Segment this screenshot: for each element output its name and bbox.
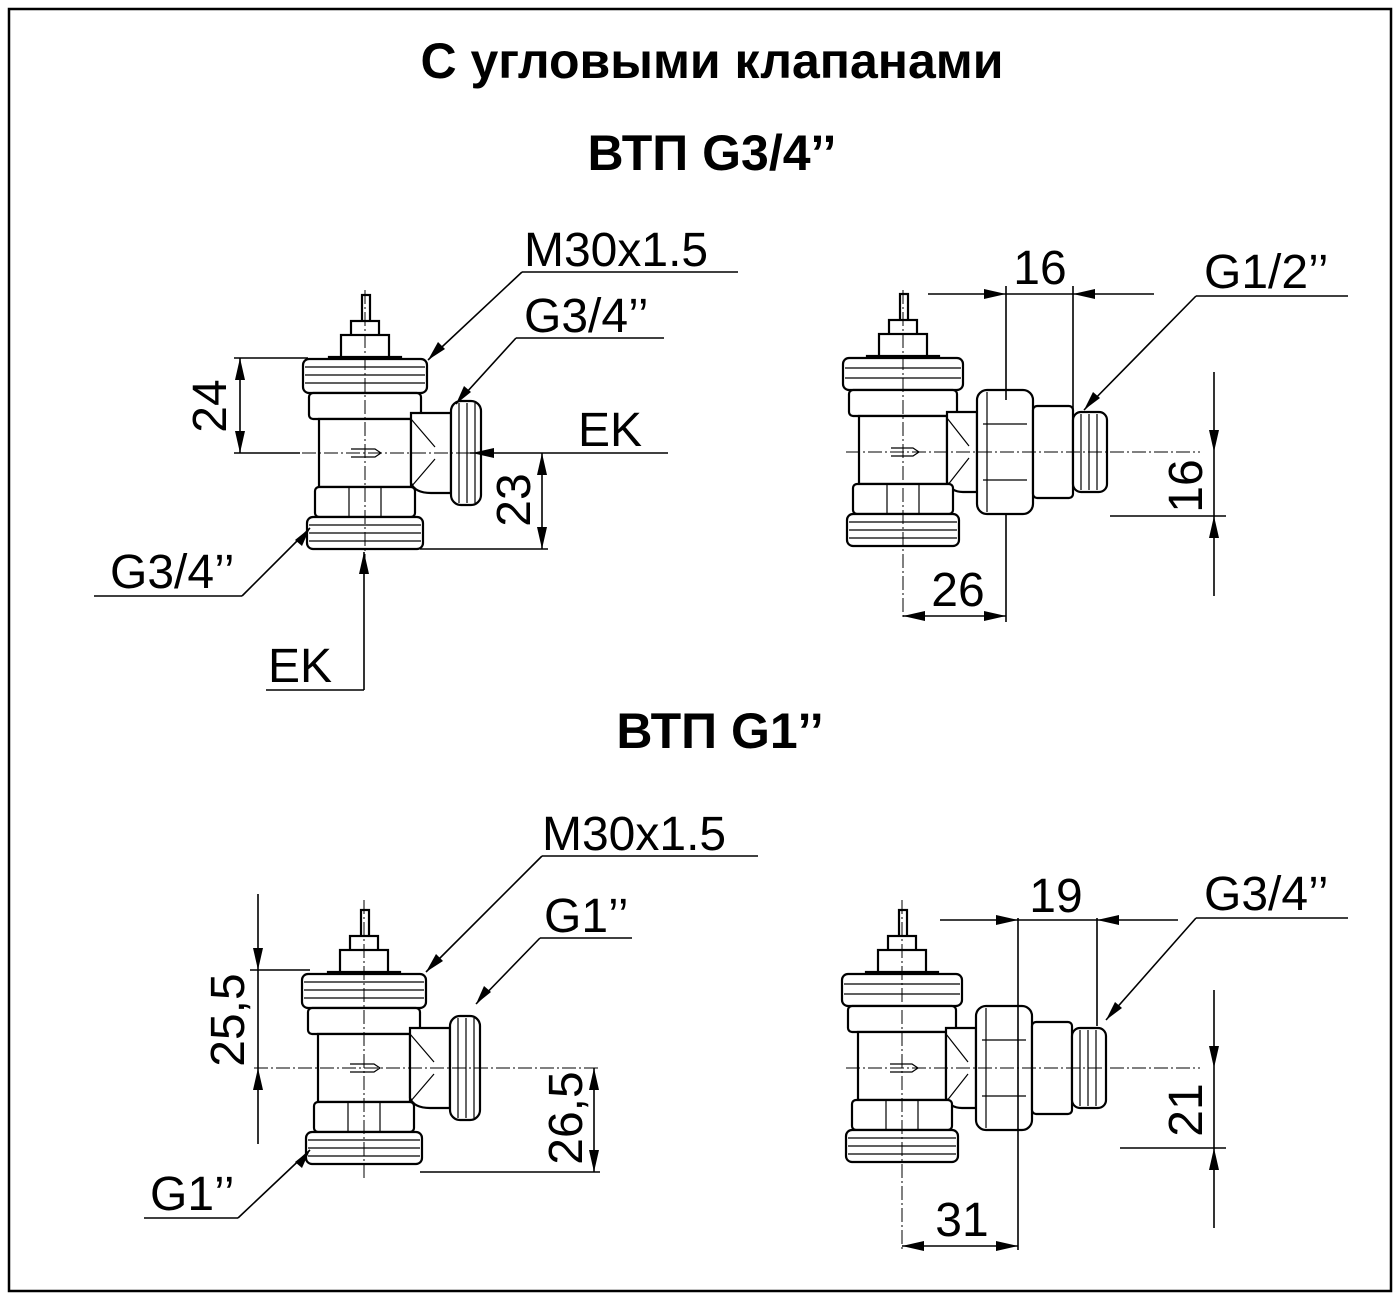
valve-g34-left-view: 24 23 M30x1.5 G3/4’’ EK G3/4’’ EK [94, 224, 738, 693]
dim-top: 19 [1029, 870, 1082, 923]
dim-height-side: 26,5 [540, 1071, 593, 1164]
ek-side-label: EK [578, 404, 642, 457]
dim-height-top: 25,5 [202, 973, 255, 1066]
dim-right: 21 [1160, 1083, 1213, 1136]
section-heading: ВТП G3/4’’ [588, 125, 837, 181]
dim-height-top: 24 [184, 379, 237, 432]
dim-height-side: 23 [488, 473, 541, 526]
thread-side-label: G1/2’’ [1204, 246, 1329, 299]
thread-bottom-label: G3/4’’ [110, 546, 235, 599]
ek-bottom-label: EK [268, 640, 332, 693]
main-title: С угловыми клапанами [420, 33, 1003, 89]
thread-side-label: G3/4’’ [524, 290, 649, 343]
dim-right: 16 [1160, 459, 1213, 512]
valve-g1-right-view: 19 G3/4’’ 21 31 [840, 868, 1348, 1251]
valve-g1-left-view: 25,5 26,5 M30x1.5 G1’’ G1’’ [144, 808, 758, 1221]
section-heading: ВТП G1’’ [616, 703, 823, 759]
valve-g34-right-view: 16 G1/2’’ 16 26 [841, 242, 1348, 622]
thread-top-label: M30x1.5 [542, 808, 726, 861]
thread-side-label: G1’’ [544, 890, 629, 943]
dim-bottom: 31 [935, 1194, 988, 1247]
thread-bottom-label: G1’’ [150, 1168, 235, 1221]
thread-top-label: M30x1.5 [524, 224, 708, 277]
sheet-frame [7, 7, 1393, 1293]
dim-top: 16 [1013, 242, 1066, 295]
dim-bottom: 26 [931, 564, 984, 617]
thread-side-label: G3/4’’ [1204, 868, 1329, 921]
